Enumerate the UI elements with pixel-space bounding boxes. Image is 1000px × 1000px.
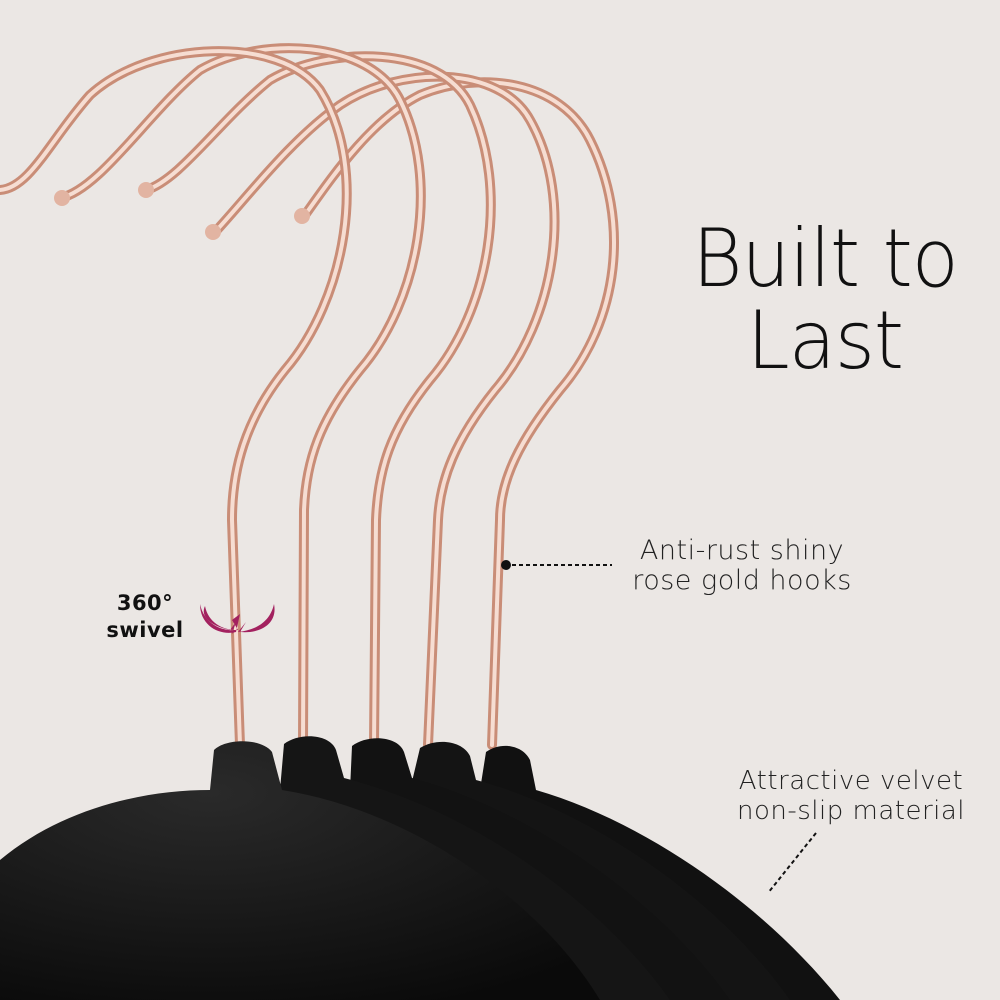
velvet-body-1 <box>0 741 600 1000</box>
hook-5 <box>294 77 619 750</box>
hooks-leader-line <box>501 560 612 570</box>
callout-velvet-line-1: Attractive velvet <box>738 766 964 796</box>
callout-velvet: Attractive velvet non-slip material <box>716 766 986 826</box>
velvet-body-4 <box>410 741 790 1000</box>
velvet-body-3 <box>350 738 730 1000</box>
headline-line-1: Built to <box>692 212 959 305</box>
headline-line-2: Last <box>746 294 904 387</box>
callout-hooks-line-2: rose gold hooks <box>632 565 852 596</box>
hook-4 <box>205 71 560 750</box>
swivel-label: swivel <box>106 618 184 642</box>
velvet-body-2 <box>280 736 670 1000</box>
hook-1 <box>0 46 352 750</box>
callout-swivel: 360° swivel <box>96 590 194 644</box>
headline: Built to Last <box>667 218 984 382</box>
callout-hooks: Anti-rust shiny rose gold hooks <box>604 536 880 596</box>
callout-hooks-line-1: Anti-rust shiny <box>639 535 845 566</box>
hook-2 <box>54 43 426 750</box>
swivel-degrees: 360° <box>116 591 174 615</box>
callout-velvet-line-2: non-slip material <box>736 796 966 826</box>
rotate-arrow-icon <box>200 604 275 634</box>
hook-3 <box>138 51 496 750</box>
velvet-leader-line <box>767 832 817 894</box>
